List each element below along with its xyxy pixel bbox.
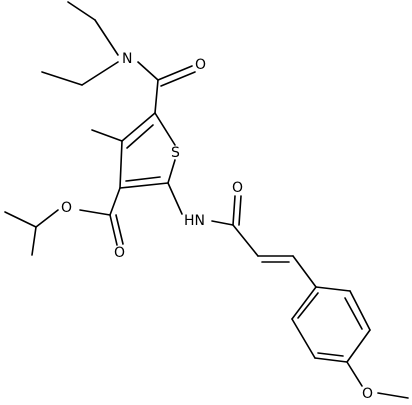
- bond-cbeta-phenyl: [292, 255, 317, 288]
- bond-ring-c2-c3-inner: [125, 176, 161, 182]
- bond-ph-inner-a: [344, 297, 363, 330]
- bond-acryl-c-calpha: [232, 224, 259, 257]
- bond-amide-c-o-2: [160, 71, 196, 87]
- bond-ph-c5-c6: [291, 318, 316, 359]
- bond-nh-carbonyl-c: [211, 220, 234, 226]
- bond-ethyl-b-c1-c2: [41, 71, 83, 86]
- bond-ring-c2-nh: [167, 182, 183, 215]
- bond-o-methyl: [377, 392, 409, 399]
- bond-ph-inner-b: [317, 352, 344, 357]
- bond-amide-c-o-1: [157, 65, 193, 81]
- atom-n-amide: N: [122, 51, 132, 67]
- bond-ph-c3-c4: [346, 329, 371, 363]
- bond-amide-c-ring: [154, 79, 159, 114]
- bond-ester-c-o-ether: [79, 209, 111, 216]
- atom-o-acryl: O: [232, 180, 243, 196]
- bond-ph-c6-c1: [291, 286, 317, 320]
- atom-o-amide: O: [195, 57, 206, 73]
- atom-s-ring: S: [171, 145, 180, 161]
- bond-n-carbonyl-c: [137, 61, 159, 81]
- bond-ring-c4-c5: [121, 112, 156, 142]
- bond-ph-c4-c5: [314, 357, 348, 363]
- bond-methyl: [91, 129, 123, 142]
- bond-acryl-c-o-1: [232, 195, 236, 226]
- bond-ester-c-o-carbonyl-1: [109, 214, 118, 246]
- atom-o-ester-carbonyl: O: [114, 245, 125, 261]
- bond-ring-c3-c4: [119, 140, 123, 189]
- bond-ring-c5-s: [154, 112, 176, 146]
- bond-ethyl-a-c2-n: [94, 19, 119, 56]
- bond-ring-c2-c3: [119, 182, 169, 189]
- bond-ethyl-b-c2-n: [81, 61, 119, 86]
- bond-ring-s-c2: [167, 159, 176, 184]
- bond-ring-c4-c5-inner: [126, 124, 154, 149]
- bond-ester-c-o-carbonyl-2: [115, 214, 124, 245]
- bond-acryl-c-o-2: [238, 195, 242, 226]
- bonds: [4, 1, 409, 399]
- bond-ethyl-a-c1-c2: [67, 1, 96, 21]
- bond-ph-o-methoxy: [346, 361, 363, 387]
- bond-ph-c1-c2: [315, 286, 351, 292]
- atom-o-methoxy: O: [362, 386, 373, 402]
- bond-ph-inner-c: [297, 292, 319, 319]
- bond-ph-c2-c3: [349, 290, 371, 331]
- bond-isopropyl-ch3-b: [31, 226, 37, 256]
- bond-ester-c-ring: [109, 187, 121, 216]
- atom-labels: N O S O O HN O O: [61, 51, 373, 402]
- atom-o-ester-ether: O: [61, 200, 72, 216]
- atom-nh: HN: [184, 213, 205, 229]
- bond-o-isopropyl-ch: [35, 209, 59, 228]
- bond-isopropyl-ch3-a: [4, 211, 37, 228]
